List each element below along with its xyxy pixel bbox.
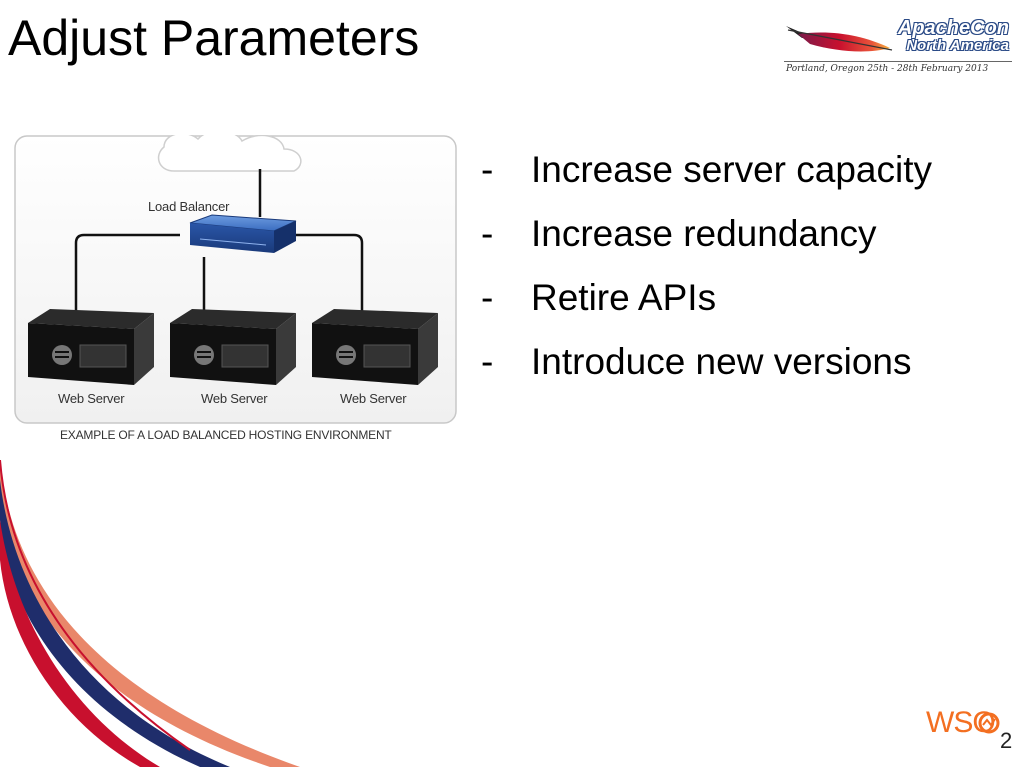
bullet-item: -Increase server capacity [481, 138, 932, 202]
diagram-caption: EXAMPLE OF A LOAD BALANCED HOSTING ENVIR… [60, 428, 392, 442]
bullet-item: -Introduce new versions [481, 330, 932, 394]
logo-divider [784, 61, 1012, 62]
bullet-list: -Increase server capacity -Increase redu… [481, 138, 932, 394]
web-server-label: Web Server [340, 391, 407, 406]
apache-feather-icon [786, 26, 893, 52]
bullet-dash: - [481, 213, 494, 254]
web-server-label: Web Server [58, 391, 125, 406]
bullet-item: -Retire APIs [481, 266, 932, 330]
bullet-text: Retire APIs [531, 277, 717, 318]
apachecon-region: North America [906, 37, 1009, 54]
load-balancer-diagram: Load Balancer Web Server Web Server Web … [14, 135, 458, 425]
apachecon-wordmark: ApacheCon North America [897, 17, 1009, 54]
web-server-icon [28, 309, 154, 385]
bullet-dash: - [481, 149, 494, 190]
decorative-swoosh [0, 460, 300, 767]
slide-title: Adjust Parameters [8, 10, 420, 66]
wso2-suffix: 2 [1000, 728, 1013, 753]
bullet-dash: - [481, 341, 494, 382]
load-balancer-icon [189, 214, 297, 253]
bullet-text: Introduce new versions [531, 341, 912, 382]
apachecon-name: ApacheCon [897, 17, 1009, 39]
wso2-logo: WSO 2 [926, 706, 1012, 754]
bullet-text: Increase server capacity [531, 149, 933, 190]
web-server-label: Web Server [201, 391, 268, 406]
web-server-icon [312, 309, 438, 385]
bullet-item: -Increase redundancy [481, 202, 932, 266]
wso2-o-icon [978, 712, 1000, 734]
bullet-dash: - [481, 277, 494, 318]
apachecon-dates: Portland, Oregon 25th - 28th February 20… [786, 64, 989, 74]
load-balancer-label: Load Balancer [148, 199, 230, 214]
apachecon-logo: ApacheCon North America Portland, Oregon… [780, 16, 1015, 86]
cloud-icon [157, 135, 302, 172]
bullet-text: Increase redundancy [531, 213, 877, 254]
web-server-icon [170, 309, 296, 385]
